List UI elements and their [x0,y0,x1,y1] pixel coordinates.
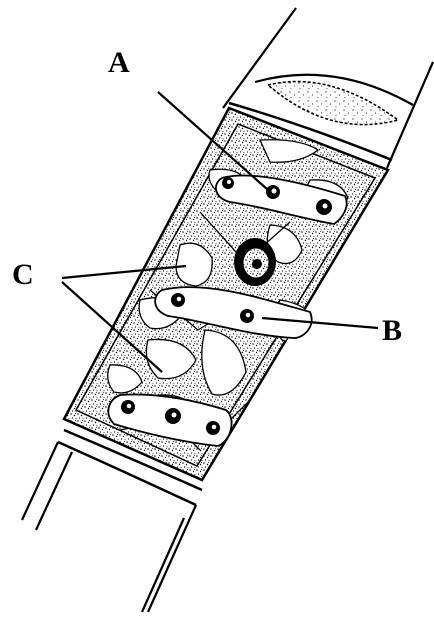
label-a: A [108,46,130,79]
lower-filament-wall [22,442,196,612]
nucleus [234,238,276,286]
label-b: B [382,314,402,347]
label-c: C [12,258,34,291]
